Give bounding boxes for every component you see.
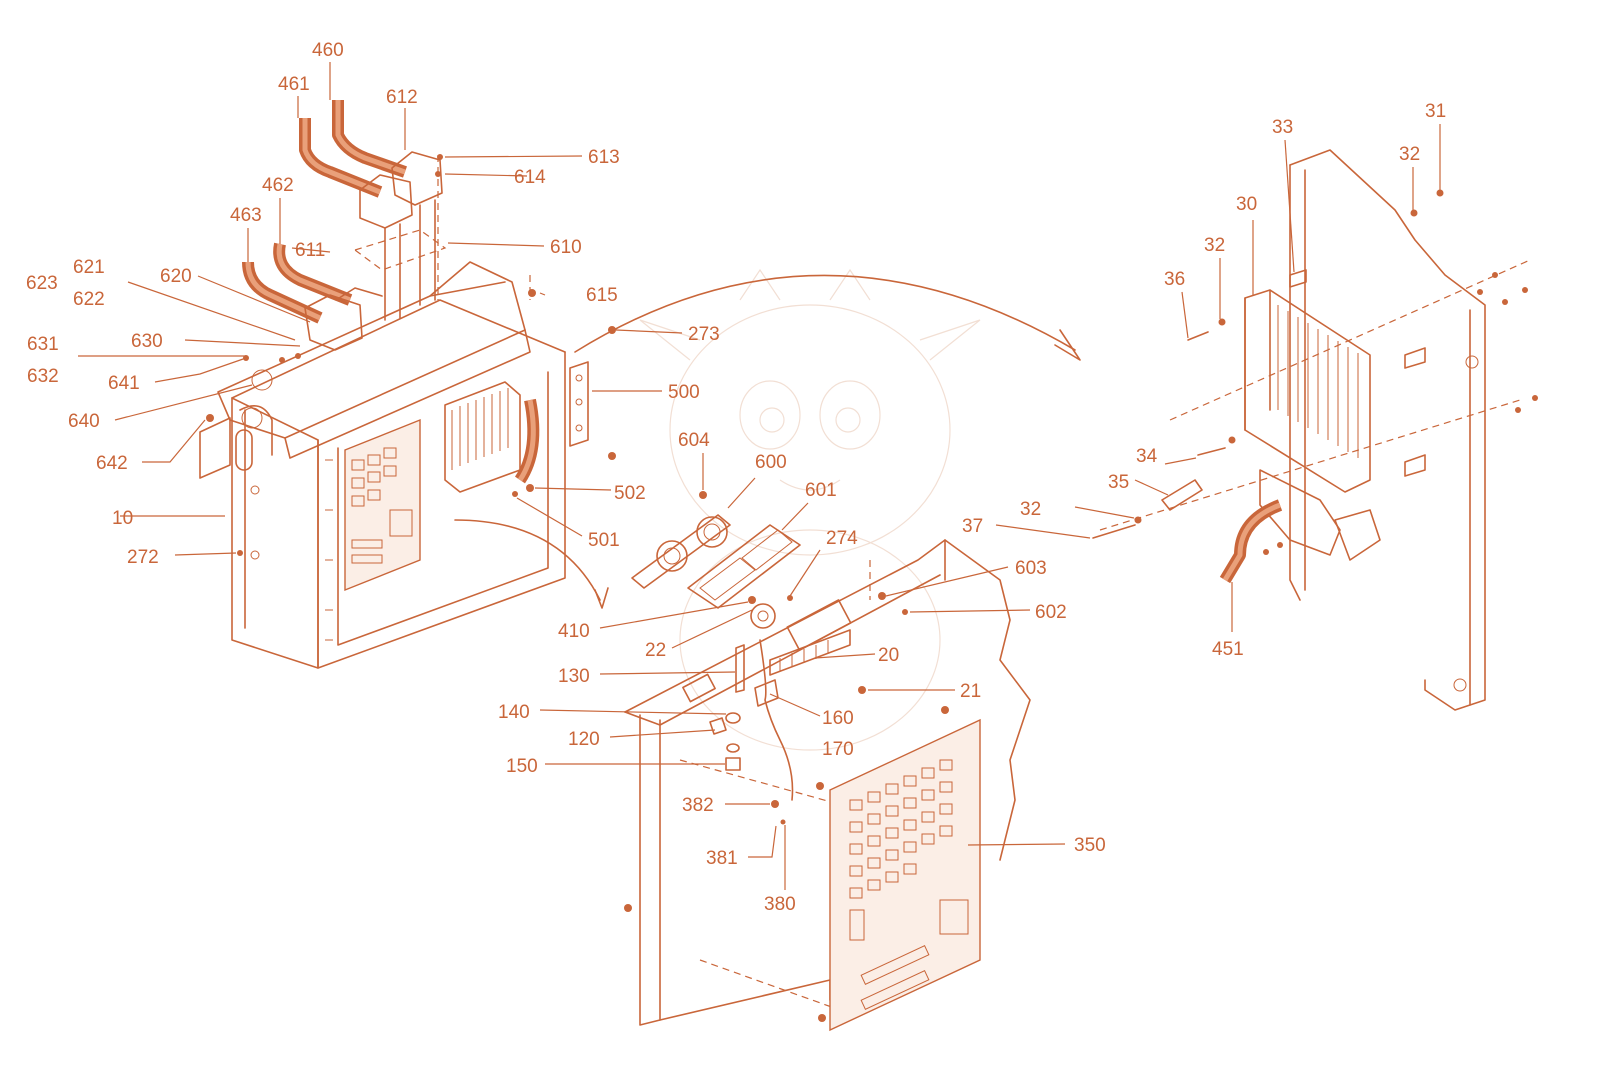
callout-32-mid: 32 [1204,235,1225,256]
callout-120: 120 [568,729,600,750]
callout-601: 601 [805,480,837,501]
callout-32-bottom: 32 [1020,499,1041,520]
callout-32-top: 32 [1399,144,1420,165]
callout-600: 600 [755,452,787,473]
callout-36: 36 [1164,269,1185,290]
callout-31: 31 [1425,101,1446,122]
callout-460: 460 [312,40,344,61]
callout-35: 35 [1108,472,1129,493]
callout-140: 140 [498,702,530,723]
callout-21: 21 [960,681,981,702]
bracket-500 [569,361,589,447]
leader-lines [78,62,1441,890]
callout-630: 630 [131,331,163,352]
callout-461: 461 [278,74,310,95]
callout-34: 34 [1136,446,1158,467]
circuit-board-350 [829,718,981,1032]
watermark-character [639,268,981,751]
callout-463: 463 [230,205,262,226]
callout-130: 130 [558,666,590,687]
callout-10: 10 [112,508,133,529]
callout-612: 612 [386,87,418,108]
callout-272: 272 [127,547,159,568]
callout-274: 274 [826,528,858,549]
right-mounting-panel [1092,149,1538,711]
callout-613: 613 [588,147,620,168]
callout-623: 623 [26,273,58,294]
main-enclosure [199,261,566,669]
callout-150: 150 [506,756,538,777]
callout-632: 632 [27,366,59,387]
callout-37: 37 [962,516,983,537]
callout-451: 451 [1212,639,1244,660]
callout-603: 603 [1015,558,1047,579]
callout-380: 380 [764,894,796,915]
callout-381: 381 [706,848,738,869]
callout-273: 273 [688,324,720,345]
callout-604: 604 [678,430,710,451]
callout-22: 22 [645,640,666,661]
callout-615: 615 [586,285,618,306]
callout-614: 614 [514,167,546,188]
callout-20: 20 [878,645,899,666]
callout-labels: 460 461 612 613 614 462 463 611 610 621 … [26,40,1446,915]
callout-350: 350 [1074,835,1106,856]
callout-501: 501 [588,530,620,551]
transition-arrow [454,274,1081,609]
callout-640: 640 [68,411,100,432]
callout-462: 462 [262,175,294,196]
front-panel-assembly [624,539,1031,1026]
callout-610: 610 [550,237,582,258]
callout-30: 30 [1236,194,1257,215]
callout-502: 502 [614,483,646,504]
callout-500: 500 [668,382,700,403]
callout-620: 620 [160,266,192,287]
connector-plate-600 [631,491,801,609]
callout-602: 602 [1035,602,1067,623]
cable-assemblies-top [206,100,616,556]
callout-160: 160 [822,708,854,729]
callout-621: 621 [73,257,105,278]
callout-641: 641 [108,373,140,394]
callout-611: 611 [295,240,325,261]
callout-410: 410 [558,621,590,642]
callout-642: 642 [96,453,128,474]
callout-382: 382 [682,795,714,816]
callout-170: 170 [822,739,854,760]
callout-631: 631 [27,334,59,355]
callout-33: 33 [1272,117,1293,138]
callout-622: 622 [73,289,105,310]
